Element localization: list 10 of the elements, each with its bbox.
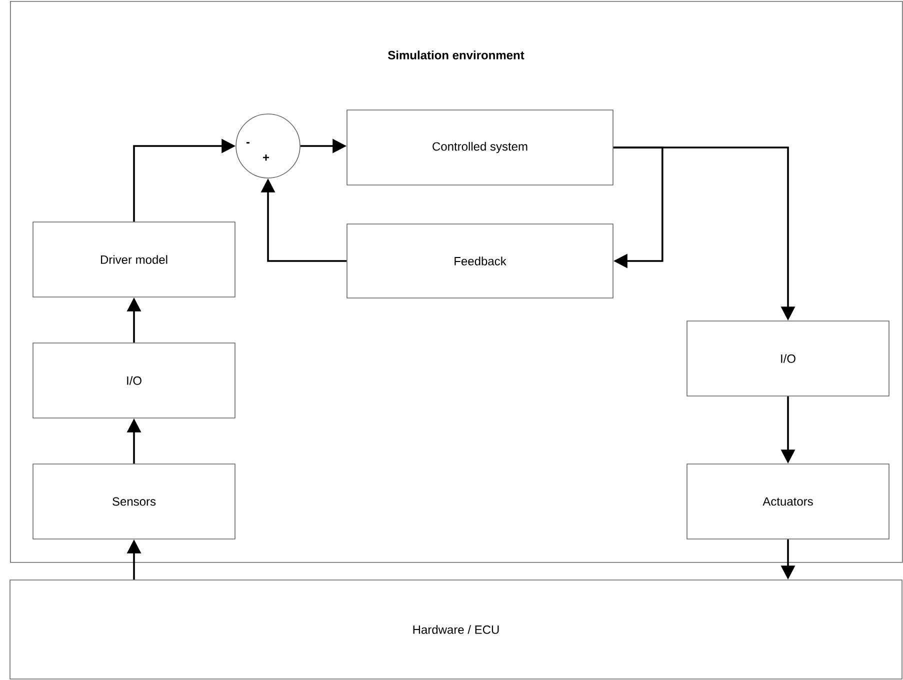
process-box: Driver model <box>32 222 236 298</box>
process-box: Sensors <box>32 464 236 540</box>
process-box: I/O <box>32 342 236 418</box>
process-box: Actuators <box>686 464 890 540</box>
process-box: I/O <box>686 320 890 396</box>
arrow <box>613 146 664 268</box>
hardware-box: Hardware / ECU <box>10 580 902 680</box>
process-box: Controlled system <box>346 110 614 186</box>
summing-junction: - + <box>236 114 300 178</box>
process-box: Feedback <box>346 224 614 298</box>
